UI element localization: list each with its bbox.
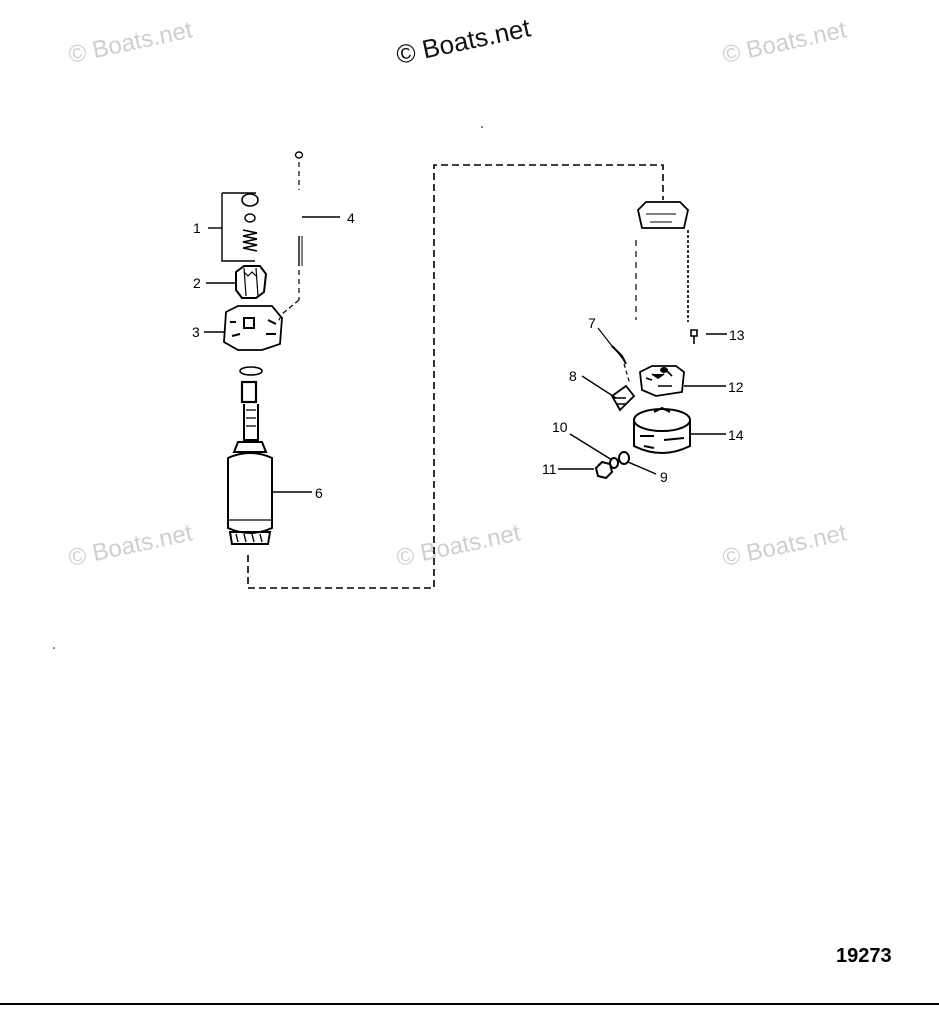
part-4-screw [277, 151, 340, 323]
part-9-washer [618, 451, 657, 475]
part-6-filter-element [227, 380, 312, 545]
callout-1: 1 [193, 220, 201, 236]
assembly-link-dashed-line [247, 164, 664, 589]
part-12-valve-body [639, 365, 726, 397]
callout-14: 14 [728, 427, 744, 443]
o-ring [239, 366, 263, 376]
callout-11: 11 [542, 461, 557, 477]
part-11-nut [558, 460, 614, 480]
bottom-divider [0, 1003, 939, 1005]
callout-13: 13 [729, 327, 745, 343]
callout-9: 9 [660, 469, 668, 485]
part-10-washer [569, 433, 619, 469]
part-7-pin [597, 327, 631, 385]
part-13-screw [687, 230, 727, 344]
part-3-cover [204, 305, 283, 351]
callout-10: 10 [552, 419, 568, 435]
part-1-valve-assembly [208, 192, 259, 262]
housing-cap [635, 201, 689, 320]
callout-4: 4 [347, 210, 355, 226]
callout-7: 7 [588, 315, 596, 331]
callout-6: 6 [315, 485, 323, 501]
part-14-bowl [633, 406, 726, 454]
part-8-fitting [581, 375, 636, 412]
callout-12: 12 [728, 379, 744, 395]
callout-3: 3 [192, 324, 200, 340]
callout-8: 8 [569, 368, 577, 384]
figure-number: 19273 [836, 945, 892, 967]
part-2-nut [206, 265, 268, 299]
callout-2: 2 [193, 275, 201, 291]
